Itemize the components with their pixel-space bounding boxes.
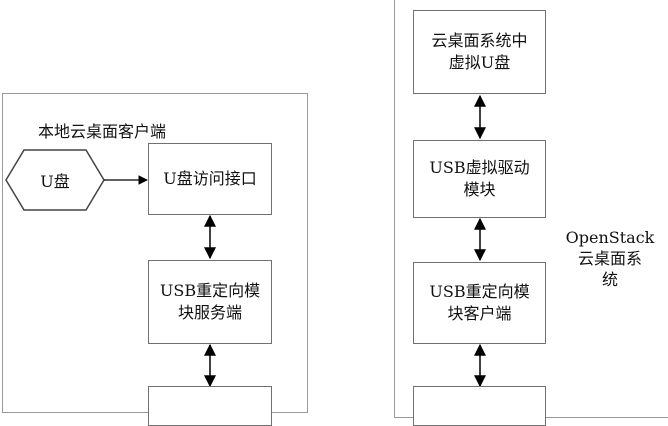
virtual-usb-disk-box: 云桌面系统中 虚拟U盘: [413, 10, 546, 94]
openstack-title-line1: OpenStack: [565, 228, 655, 247]
usb-redirect-server-box: USB重定向模 块服务端: [148, 260, 272, 344]
virtual-usb-disk-line2: 虚拟U盘: [448, 53, 511, 72]
usb-redirect-server-line2: 块服务端: [177, 303, 242, 322]
openstack-title-line2: 云桌面系: [577, 248, 642, 268]
usb-redirect-client-line1: USB重定向模: [429, 282, 530, 302]
usb-drive-label: U盘: [40, 172, 70, 191]
usb-access-interface-line1: U盘访问接口: [163, 169, 257, 189]
usb-virtual-driver-box: USB虚拟驱动 模块: [413, 140, 546, 218]
usb-redirect-server-line1: USB重定向模: [159, 281, 261, 301]
usb-redirect-client-line2: 块客户端: [447, 304, 512, 323]
local-client-title: 本地云桌面客户端: [38, 122, 167, 141]
usb-virtual-driver-line1: USB虚拟驱动: [429, 158, 530, 178]
openstack-title-line3: 统: [601, 269, 618, 289]
usb-drive-shape: [5, 149, 105, 211]
usb-virtual-driver-line2: 模块: [463, 180, 496, 199]
connector-layer: [5, 94, 486, 388]
usb-access-interface-box: U盘访问接口: [148, 143, 272, 215]
usb-redirect-client-box: USB重定向模 块客户端: [413, 262, 546, 344]
virtual-usb-disk-line1: 云桌面系统中: [431, 31, 528, 51]
openstack-title: OpenStack 云桌面系 统: [560, 228, 660, 290]
left-bottom-box: [148, 386, 272, 426]
right-bottom-box: [413, 386, 546, 426]
